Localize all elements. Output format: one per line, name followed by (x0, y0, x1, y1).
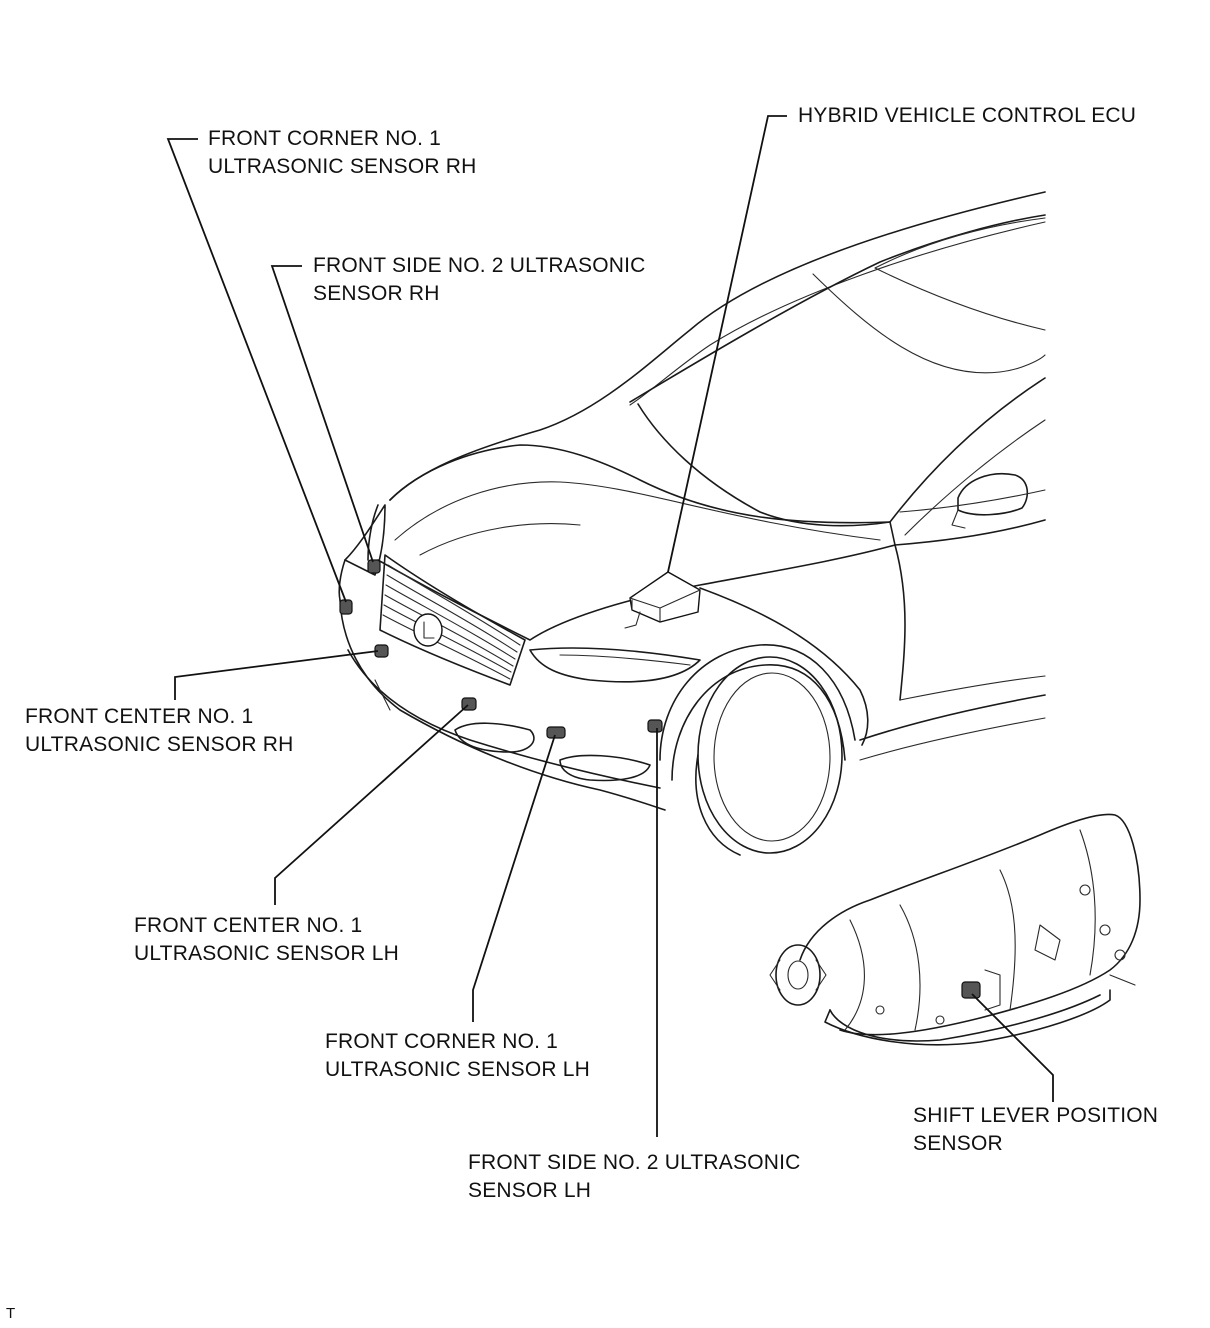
front-side-lh-sensor (647, 719, 663, 733)
front-side-rh-sensor (367, 559, 381, 574)
label-line: ULTRASONIC SENSOR RH (208, 155, 477, 178)
leader-lines (166, 115, 1054, 1137)
label-front-center-sensor-rh: FRONT CENTER NO. 1 ULTRASONIC SENSOR RH (25, 703, 293, 759)
label-front-side-sensor-rh: FRONT SIDE NO. 2 ULTRASONIC SENSOR RH (313, 252, 646, 308)
label-line: FRONT SIDE NO. 2 ULTRASONIC (468, 1151, 801, 1174)
label-line: FRONT CENTER NO. 1 (134, 914, 363, 937)
shift-lever-sensor-part (961, 981, 981, 999)
label-line: ULTRASONIC SENSOR LH (134, 942, 399, 965)
label-line: HYBRID VEHICLE CONTROL ECU (798, 104, 1137, 127)
label-line: FRONT CORNER NO. 1 (325, 1030, 559, 1053)
car-body (338, 191, 1046, 856)
transmission-illustration (769, 813, 1141, 1046)
label-line: FRONT SIDE NO. 2 ULTRASONIC (313, 254, 646, 277)
label-front-side-sensor-lh: FRONT SIDE NO. 2 ULTRASONIC SENSOR LH (468, 1149, 801, 1205)
label-line: FRONT CENTER NO. 1 (25, 705, 254, 728)
label-shift-lever-position-sensor: SHIFT LEVER POSITION SENSOR (913, 1102, 1158, 1158)
sensor-markers (339, 559, 663, 739)
label-line: ULTRASONIC SENSOR RH (25, 733, 294, 756)
label-line: SENSOR RH (313, 282, 440, 305)
label-front-center-sensor-lh: FRONT CENTER NO. 1 ULTRASONIC SENSOR LH (134, 912, 399, 968)
hybrid-ecu-part (624, 571, 701, 629)
front-corner-lh-sensor (546, 726, 566, 739)
label-line: FRONT CORNER NO. 1 (208, 127, 442, 150)
label-line: SENSOR (913, 1132, 1003, 1155)
corner-mark: T (6, 1305, 16, 1322)
label-hybrid-vehicle-control-ecu: HYBRID VEHICLE CONTROL ECU (798, 102, 1136, 130)
label-front-corner-sensor-lh: FRONT CORNER NO. 1 ULTRASONIC SENSOR LH (325, 1028, 590, 1084)
label-line: SENSOR LH (468, 1179, 592, 1202)
front-corner-rh-sensor (339, 599, 353, 615)
label-line: SHIFT LEVER POSITION (913, 1104, 1159, 1127)
label-line: ULTRASONIC SENSOR LH (325, 1058, 590, 1081)
label-front-corner-sensor-rh: FRONT CORNER NO. 1 ULTRASONIC SENSOR RH (208, 125, 476, 181)
